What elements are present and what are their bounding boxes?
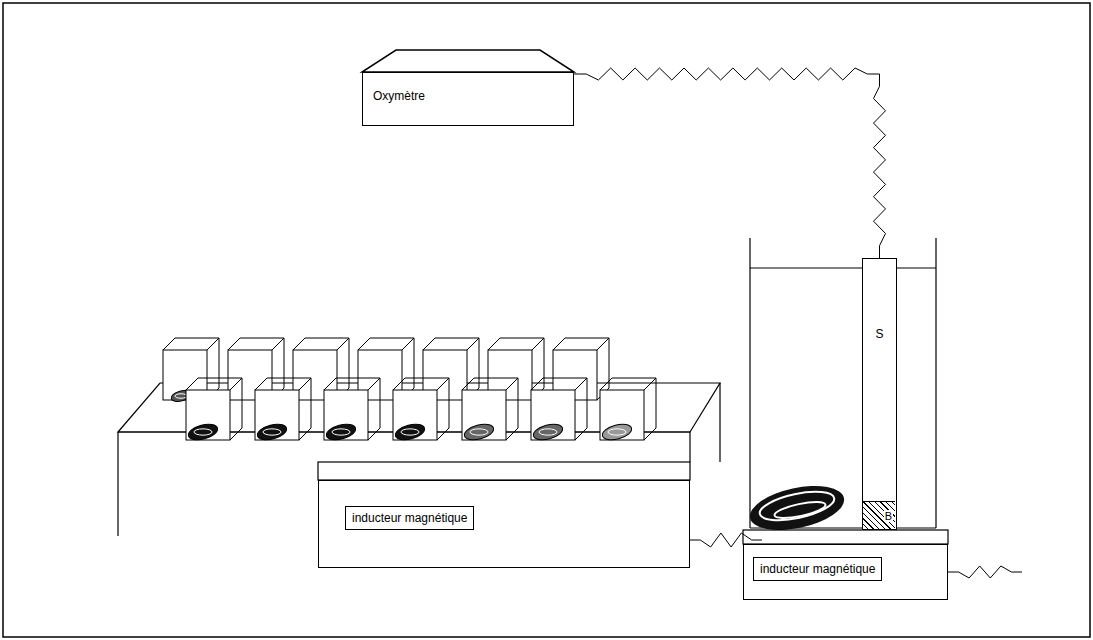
stirrer-plate xyxy=(318,462,690,480)
oxymeter-top xyxy=(362,50,574,72)
label: S xyxy=(863,327,896,341)
label: B xyxy=(884,510,893,522)
device-label: inducteur magnétique xyxy=(753,557,882,581)
resistor-wire xyxy=(574,68,886,258)
device-label: inducteur magnétique xyxy=(345,506,474,530)
oxymeter-box: Oxymètre xyxy=(362,72,574,126)
label: Oxymètre xyxy=(373,89,425,103)
stirrer-plate xyxy=(743,530,948,544)
beaker xyxy=(750,238,936,528)
beakers xyxy=(163,338,656,443)
mussel xyxy=(746,478,848,537)
frame xyxy=(3,3,1090,637)
probe: SB xyxy=(862,258,897,530)
probe-membrane: B xyxy=(863,501,895,529)
stirrer-box: inducteur magnétique xyxy=(318,480,690,568)
stirrer-box: inducteur magnétique xyxy=(743,544,948,600)
